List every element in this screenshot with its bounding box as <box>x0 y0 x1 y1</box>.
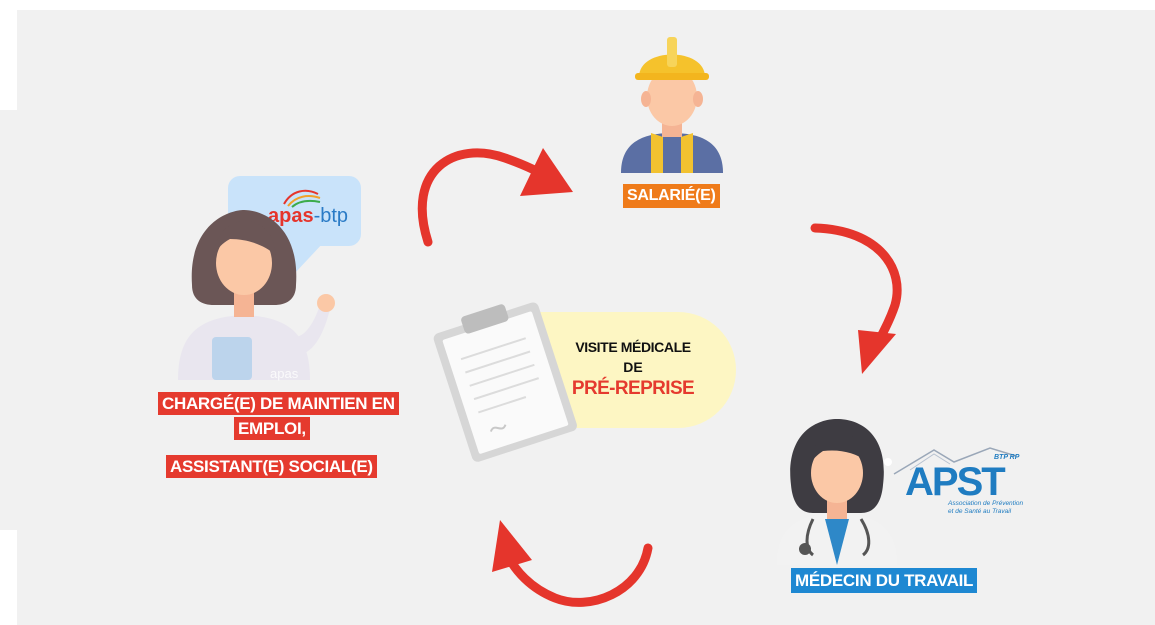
charge-label-line2: EMPLOI, <box>234 417 310 440</box>
social-worker-icon <box>178 210 335 380</box>
center-title-line1: VISITE MÉDICALE <box>575 339 691 355</box>
medecin-label: MÉDECIN DU TRAVAIL <box>791 568 978 593</box>
center-title-line3: PRÉ-REPRISE <box>571 378 695 399</box>
charge-label-line3: ASSISTANT(E) SOCIAL(E) <box>166 455 377 478</box>
apas-swirl-icon <box>283 189 321 208</box>
apst-subtitle-line1: Association de Prévention <box>948 500 1024 507</box>
apst-subtitle-line2: et de Santé au Travail <box>948 508 1012 515</box>
salarie-label: SALARIÉ(E) <box>623 184 720 208</box>
apas-logo-prefix: apas <box>268 205 314 227</box>
apst-logo-tag: BTP RP <box>994 454 1020 461</box>
background-notch <box>0 10 17 110</box>
apas-logo: apas-btp <box>268 205 348 228</box>
background-side <box>0 110 17 530</box>
center-title-line2: DE <box>623 359 643 375</box>
apas-watermark: apas <box>270 366 299 381</box>
clipboard-icon <box>433 302 577 462</box>
charge-label-line1: CHARGÉ(E) DE MAINTIEN EN <box>158 392 399 415</box>
thought-dot-icon <box>884 458 892 466</box>
construction-worker-icon <box>621 37 723 173</box>
apst-roof-icon <box>893 447 1017 475</box>
apas-logo-suffix: -btp <box>313 205 349 227</box>
apst-logo: APST <box>905 460 1006 504</box>
doctor-icon <box>777 419 897 565</box>
